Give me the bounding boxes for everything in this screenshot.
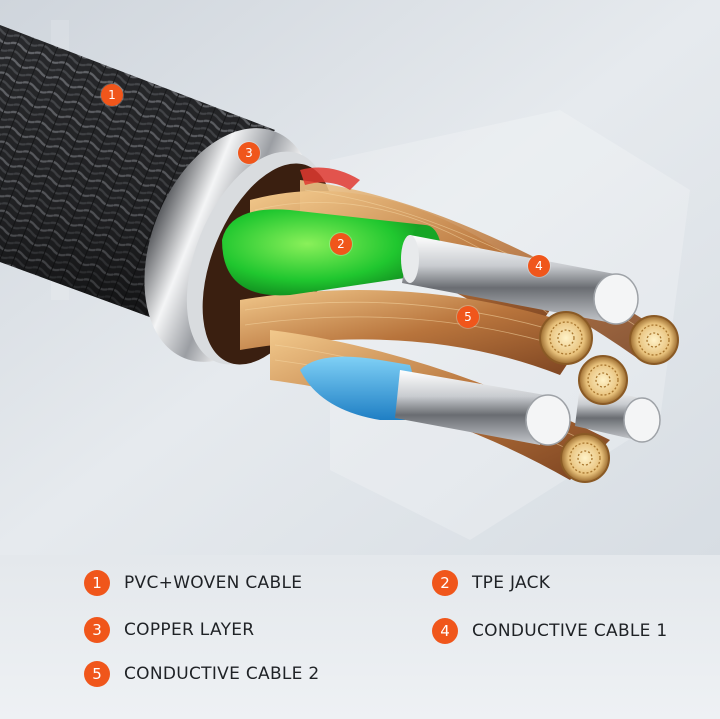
legend-number-badge: 3 [84,617,110,643]
legend-label: CONDUCTIVE CABLE 2 [124,664,320,684]
strand-end-faces [539,311,679,483]
legend-number-badge: 4 [432,618,458,644]
legend-label: PVC+WOVEN CABLE [124,573,303,593]
callout-marker: 1 [101,84,123,106]
legend-label: TPE JACK [472,573,551,593]
callout-marker: 4 [528,255,550,277]
legend-item: 1 PVC+WOVEN CABLE [84,570,302,596]
silver-conductor-top [401,235,639,325]
legend-number-badge: 2 [432,570,458,596]
legend-label: COPPER LAYER [124,620,255,640]
legend-label: CONDUCTIVE CABLE 1 [472,621,668,641]
legend-item: 3 COPPER LAYER [84,617,254,643]
cable-cross-section-illustration [0,0,720,555]
legend-item: 5 CONDUCTIVE CABLE 2 [84,661,320,687]
tpe-blue-jacket [300,356,414,420]
callout-marker: 2 [330,233,352,255]
legend: 1 PVC+WOVEN CABLE 2 TPE JACK 3 COPPER LA… [0,555,720,719]
legend-number-badge: 1 [84,570,110,596]
legend-number-badge: 5 [84,661,110,687]
callout-marker: 5 [457,306,479,328]
legend-item: 4 CONDUCTIVE CABLE 1 [432,618,668,644]
silver-conductor-bottom [395,370,571,446]
legend-item: 2 TPE JACK [432,570,550,596]
callout-marker: 3 [238,142,260,164]
woven-jacket [0,25,275,330]
